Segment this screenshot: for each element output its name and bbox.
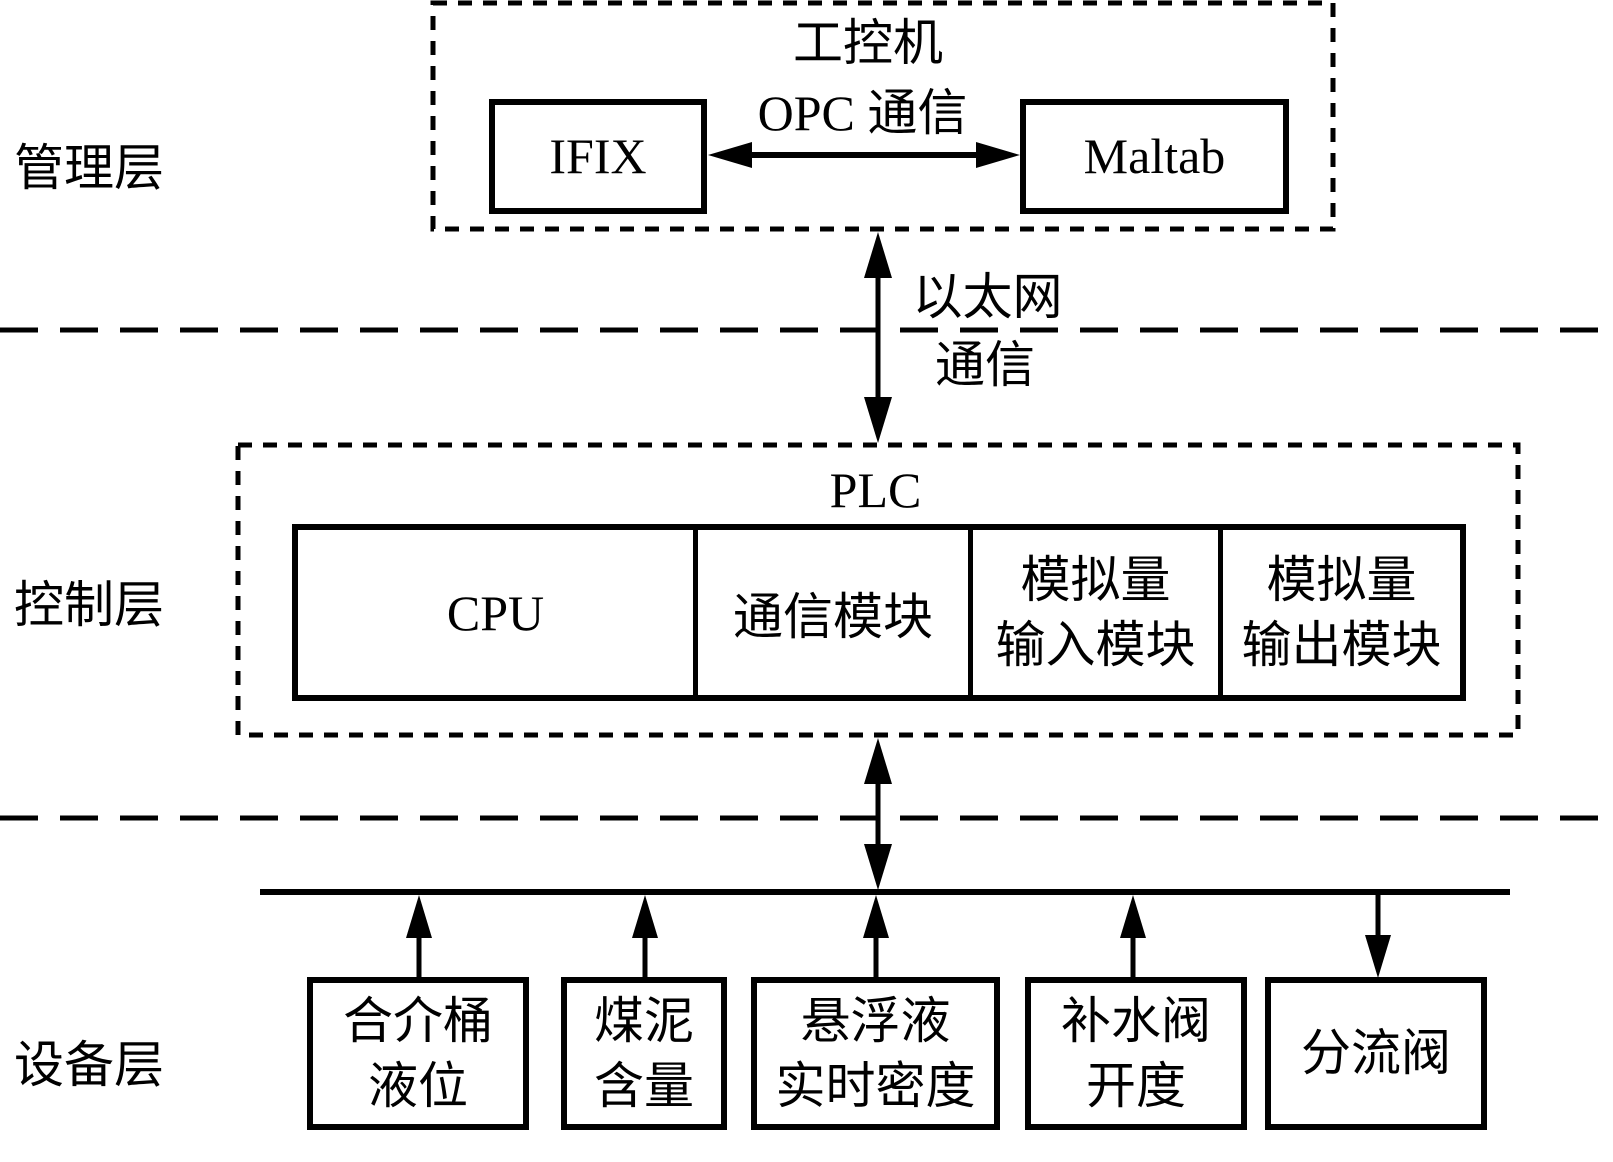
ipc-title: 工控机 — [793, 15, 943, 71]
device-box-slime-content: 煤泥 含量 — [561, 977, 727, 1130]
device-arrowhead-up — [863, 895, 889, 938]
plc-group-border — [235, 442, 1521, 738]
opc-arrowhead-left — [708, 142, 752, 168]
device-label: 液位 — [368, 1057, 468, 1114]
ifix-label: IFIX — [549, 128, 647, 184]
ifix-box: IFIX — [489, 99, 707, 214]
device-label: 煤泥 — [594, 992, 694, 1049]
matlab-box: Maltab — [1020, 99, 1289, 214]
ethernet-arrowhead-down — [864, 397, 892, 443]
plc-module-comm: 通信模块 — [698, 530, 973, 695]
device-arrowhead-down — [1365, 935, 1391, 978]
device-box-suspension-density: 悬浮液 实时密度 — [751, 977, 1000, 1130]
ethernet-label-line2: 通信 — [935, 337, 1035, 393]
plc-module-analog-output: 模拟量 输出模块 — [1223, 530, 1460, 695]
plc-module-label: 模拟量 — [1020, 551, 1171, 608]
ipc-group-border — [430, 0, 1336, 232]
plc-title: PLC — [829, 462, 922, 518]
bus-arrowhead-up — [864, 738, 892, 784]
device-arrowhead-up — [406, 895, 432, 938]
device-box-makeup-valve-opening: 补水阀 开度 — [1025, 977, 1247, 1130]
device-label: 分流阀 — [1301, 1025, 1451, 1081]
device-label: 含量 — [594, 1057, 694, 1114]
plc-module-analog-input: 模拟量 输入模块 — [973, 530, 1223, 695]
plc-module-label: 输出模块 — [1241, 616, 1442, 673]
device-box-mixing-tank-level: 合介桶 液位 — [307, 977, 529, 1130]
plc-module-label: CPU — [446, 584, 545, 641]
ethernet-label-line1: 以太网 — [912, 269, 1063, 325]
device-arrowhead-up — [1120, 895, 1146, 938]
device-label: 补水阀 — [1061, 992, 1211, 1049]
layer-label-management: 管理层 — [14, 140, 164, 196]
matlab-label: Maltab — [1083, 128, 1226, 184]
device-label: 实时密度 — [775, 1057, 976, 1114]
plc-module-label: 模拟量 — [1266, 551, 1417, 608]
device-label: 合介桶 — [343, 992, 493, 1049]
device-label: 悬浮液 — [800, 992, 951, 1049]
opc-link-label: OPC 通信 — [757, 85, 968, 141]
plc-module-cpu: CPU — [298, 530, 698, 695]
layer-label-control: 控制层 — [14, 577, 164, 633]
ethernet-arrowhead-up — [864, 232, 892, 278]
bus-arrowhead-down — [864, 844, 892, 890]
device-box-diverter-valve: 分流阀 — [1265, 977, 1487, 1130]
device-label: 开度 — [1086, 1057, 1186, 1114]
plc-module-label: 通信模块 — [733, 588, 933, 645]
plc-module-label: 输入模块 — [995, 616, 1196, 673]
layer-label-device: 设备层 — [14, 1037, 164, 1093]
opc-arrowhead-right — [976, 142, 1020, 168]
device-arrowhead-up — [632, 895, 658, 938]
plc-module-rack: CPU 通信模块 模拟量 输入模块 模拟量 输出模块 — [292, 524, 1466, 701]
